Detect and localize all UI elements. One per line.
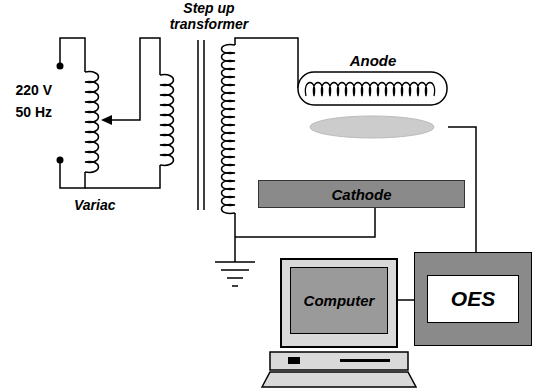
plasma-glow <box>310 116 434 138</box>
keyboard <box>262 372 416 387</box>
mains-wire <box>60 160 85 188</box>
computer-monitor: Computer <box>280 258 398 348</box>
anode-wire <box>235 38 298 88</box>
return-wire <box>85 165 160 188</box>
monitor-screen: Computer <box>290 267 388 334</box>
variac-coil <box>85 72 99 173</box>
terminal-dot <box>57 157 64 164</box>
drive-slot <box>340 359 390 362</box>
cathode-plate: Cathode <box>258 180 465 208</box>
oes-panel: OES <box>427 275 519 323</box>
oes-unit: OES <box>414 252 532 346</box>
transformer-core <box>198 40 204 210</box>
anode-electrode: Anode <box>298 52 448 142</box>
secondary-coil <box>222 45 236 214</box>
drive-light <box>288 357 300 364</box>
computer-case <box>270 352 408 370</box>
voltage-label: 220 V <box>2 82 52 98</box>
ground-symbol <box>215 262 255 286</box>
transformer-label: Step up transformer <box>150 0 268 32</box>
wiper-wire <box>110 38 160 120</box>
anode-label: Anode <box>350 52 397 70</box>
anode-coil <box>305 83 434 97</box>
cathode-label: Cathode <box>332 186 392 203</box>
primary-coil <box>160 75 174 166</box>
oes-label: OES <box>451 287 495 311</box>
variac-label: Variac <box>74 197 144 213</box>
discharge-tube <box>298 72 447 105</box>
mains-wire <box>60 38 85 72</box>
cathode-wire <box>235 208 375 262</box>
frequency-label: 50 Hz <box>2 104 52 120</box>
computer-label: Computer <box>304 292 375 309</box>
terminal-dot <box>57 63 64 70</box>
signal-cable <box>398 299 414 301</box>
wiper-arrowhead <box>101 115 112 125</box>
